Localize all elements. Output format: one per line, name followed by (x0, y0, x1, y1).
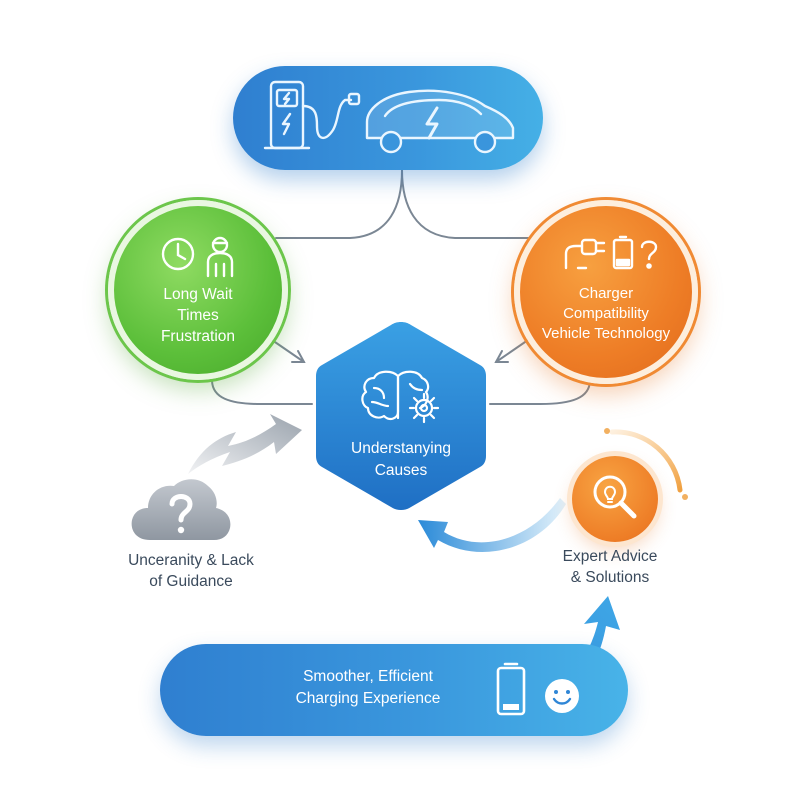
arrow-orange-to-hex (495, 339, 529, 363)
ev-charging-banner (233, 66, 543, 170)
line-top-to-green (275, 169, 403, 239)
plug-icon (564, 238, 606, 270)
outcome-line-1: Smoother, Efficient (303, 668, 433, 685)
expert-line-1: Expert Advice (562, 548, 658, 565)
battery-icon (612, 235, 634, 270)
plug-battery-question-icons (564, 235, 658, 270)
clock-icon (161, 237, 195, 271)
battery-icon (496, 662, 526, 716)
understanding-causes-node: Understanying Causes (312, 318, 490, 514)
compatibility-line-2: Compatibility (563, 305, 649, 322)
person-icon (206, 236, 234, 278)
zigzag-arrow (188, 414, 302, 474)
wait-times-line-3: Frustration (160, 328, 236, 345)
smiley-icon (545, 679, 579, 713)
center-line-1: Understanying (351, 440, 451, 457)
line-green-to-hex (211, 379, 313, 405)
electric-car-icon (365, 89, 515, 154)
compatibility-node: Charger Compatibility Vehicle Technology (514, 200, 698, 384)
uncertainty-label: Unceranity & Lack of Guidance (96, 550, 286, 592)
expert-label: Expert Advice & Solutions (540, 546, 680, 588)
curved-arrow-to-hex (418, 498, 566, 553)
charging-station-icon (263, 80, 361, 150)
wait-times-node: Long Wait Times Frustration (108, 200, 288, 380)
expert-advice-node (572, 456, 658, 542)
outcome-line-2: Charging Experience (295, 690, 441, 707)
uncertainty-line-1: Unceranity & Lack (128, 552, 254, 569)
wait-times-line-1: Long Wait (163, 286, 233, 303)
expert-line-2: & Solutions (570, 569, 650, 586)
battery-smiley-icons (496, 662, 579, 716)
compatibility-line-1: Charger (578, 285, 634, 302)
wait-times-line-2: Times (177, 307, 219, 324)
compatibility-line-3: Vehicle Technology (541, 325, 671, 342)
clock-person-icons (161, 236, 234, 278)
center-line-2: Causes (374, 462, 428, 479)
arrow-green-to-hex (271, 339, 305, 363)
outcome-banner: Smoother, Efficient Charging Experience (160, 644, 628, 736)
magnifier-lightbulb-icon (593, 475, 637, 519)
expert-arc (609, 429, 683, 493)
gear-icon (408, 392, 440, 424)
uncertainty-line-2: of Guidance (149, 573, 233, 590)
line-top-to-orange (401, 169, 529, 239)
cloud-question-icon (131, 479, 231, 540)
question-icon (640, 240, 658, 269)
line-orange-to-hex (489, 379, 591, 405)
